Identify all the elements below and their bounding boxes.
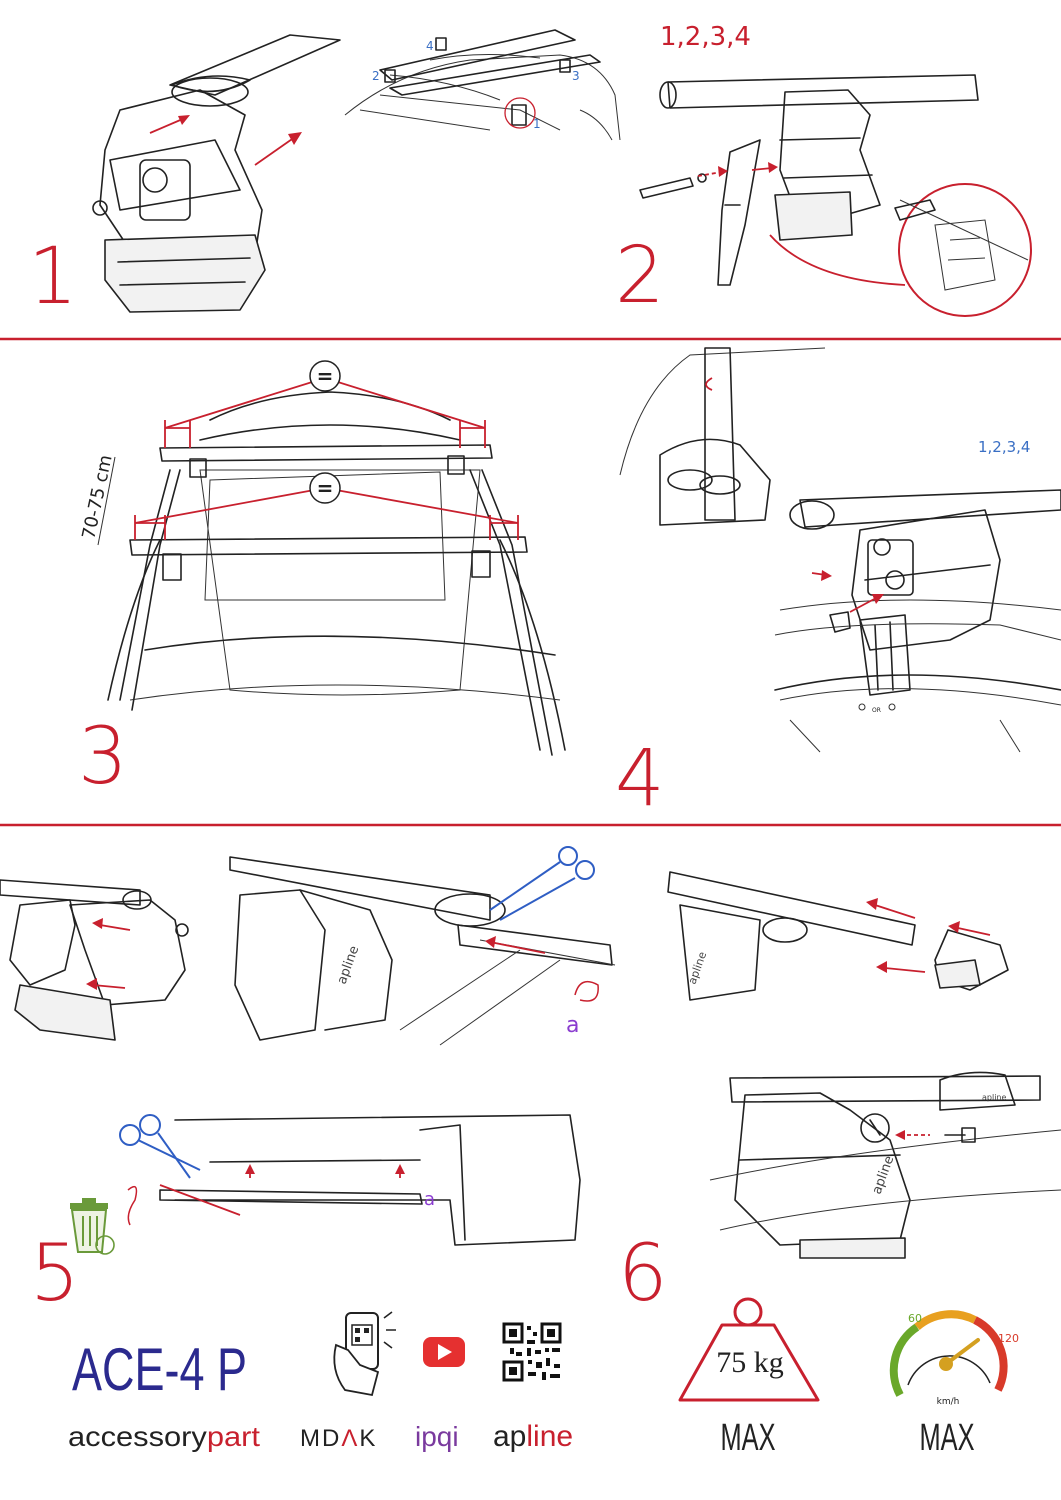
model-name: ACE-4 P (72, 1336, 247, 1403)
phone-qr-icon (333, 1311, 396, 1397)
brand-ipqi: ipqi (415, 1421, 459, 1452)
cut-marker-a-step5: a (424, 1189, 435, 1210)
step-3-number: 3 (78, 712, 128, 802)
svg-text:apline: apline (982, 1093, 1006, 1102)
trash-icon (70, 1198, 115, 1255)
step-2-number: 2 (615, 231, 665, 321)
speed-tick-high: 120 (998, 1332, 1019, 1345)
brand-apline: apline (493, 1420, 573, 1453)
svg-text:apline: apline (335, 944, 363, 986)
step-5-illustration-d (119, 1114, 581, 1246)
speedometer-icon (889, 1310, 1008, 1397)
step-6-number: 6 (618, 1229, 668, 1319)
equal-sign-top: = (317, 364, 334, 388)
step-1-number: 1 (28, 232, 78, 322)
measure-label: 70-75 cm (78, 453, 116, 541)
step-5-illustration-c: apline (667, 871, 1009, 1001)
step-5-number: 5 (30, 1229, 80, 1319)
foot-marker-3: 3 (572, 69, 580, 83)
weight-icon (678, 1297, 820, 1402)
speed-tick-low: 60 (908, 1312, 922, 1325)
step-4-number: 4 (615, 734, 665, 824)
step-4-sequence-label: 1,2,3,4 (978, 438, 1030, 456)
step-1-car-illustration (344, 29, 621, 141)
step-1-illustration (92, 34, 341, 313)
foot-marker-1: 1 (533, 117, 541, 131)
qr-code-icon (502, 1322, 562, 1382)
youtube-icon (423, 1337, 465, 1367)
step-2-illustration (639, 74, 1032, 317)
cut-marker-a: a (566, 1013, 579, 1038)
foot-marker-2: 2 (372, 69, 380, 83)
load-max-label: MAX (721, 1417, 776, 1459)
step-4-or-label: OR (872, 707, 881, 714)
step-6-illustration: apline apline (709, 1071, 1061, 1259)
step-2-sequence-label: 1,2,3,4 (660, 22, 751, 52)
step-4-illustration (619, 347, 1061, 753)
svg-text:apline: apline (870, 1154, 898, 1196)
load-value: 75 kg (716, 1346, 784, 1379)
svg-text:apline: apline (686, 950, 710, 986)
equal-sign-bottom: = (317, 476, 334, 500)
step-3-illustration (97, 360, 566, 756)
svg-text:1,2,3,4: 1,2,3,4 (660, 22, 751, 52)
foot-marker-4: 4 (426, 39, 434, 53)
speed-max-label: MAX (920, 1417, 975, 1459)
step-5-illustration-a (0, 879, 189, 1041)
step-5-illustration-b: apline (229, 846, 616, 1046)
brand-mdak: MDΛK (300, 1425, 377, 1452)
speed-unit: km/h (937, 1397, 960, 1407)
